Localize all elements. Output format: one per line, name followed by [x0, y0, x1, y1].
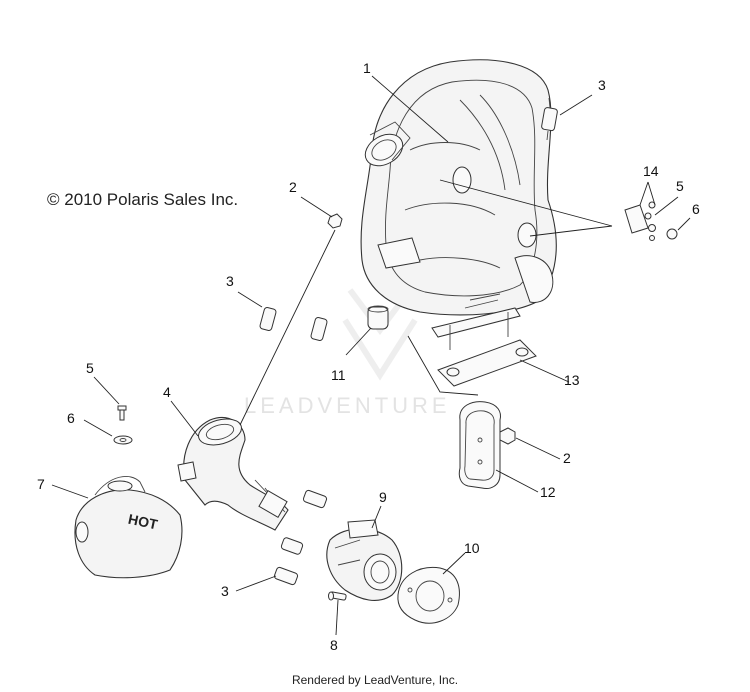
callout-7: 7 — [37, 476, 45, 492]
flange-gasket — [397, 566, 460, 624]
callout-5-left: 5 — [86, 360, 94, 376]
copyright-text: © 2010 Polaris Sales Inc. — [47, 190, 239, 209]
callout-4: 4 — [163, 384, 171, 400]
muffler — [360, 59, 557, 350]
callout-11: 11 — [331, 367, 346, 383]
callouts: 1 3 2 14 5 6 3 11 13 5 4 6 2 7 12 9 10 3… — [37, 60, 700, 653]
callout-12: 12 — [540, 484, 556, 500]
watermark-text: LEADVENTURE — [244, 393, 451, 418]
callout-6-right: 6 — [692, 201, 700, 217]
callout-14: 14 — [643, 163, 659, 179]
leader-lines — [51, 75, 691, 636]
nut-top — [327, 213, 343, 229]
grommet — [367, 305, 389, 330]
callout-3-middle: 3 — [226, 273, 234, 289]
head-pipe — [177, 417, 289, 531]
callout-2-top: 2 — [289, 179, 297, 195]
callout-9: 9 — [379, 489, 387, 505]
bolt-washer-left — [113, 405, 133, 445]
mounting-strap — [437, 339, 537, 387]
watermark: LEADVENTURE — [244, 288, 451, 418]
gasket-plate — [458, 401, 501, 489]
footer-credit: Rendered by LeadVenture, Inc. — [291, 673, 459, 687]
callout-1: 1 — [363, 60, 371, 76]
callout-13: 13 — [564, 372, 580, 388]
bracket-hardware-right — [624, 201, 678, 241]
spring-clip-top — [541, 97, 558, 141]
callout-6-left: 6 — [67, 410, 75, 426]
callout-2-lower: 2 — [563, 450, 571, 466]
callout-3-top: 3 — [598, 77, 606, 93]
stud-bolt — [328, 591, 347, 601]
nut-lower — [499, 427, 516, 445]
callout-10: 10 — [464, 540, 480, 556]
exhaust-flange — [326, 519, 403, 601]
callout-3-lower: 3 — [221, 583, 229, 599]
heat-shield: HOT — [74, 475, 183, 579]
callout-5-right: 5 — [676, 178, 684, 194]
heat-shield-label: HOT — [127, 511, 160, 533]
spring-clip-lower — [273, 489, 328, 586]
spring-clip-middle — [259, 306, 328, 342]
callout-8: 8 — [330, 637, 338, 653]
